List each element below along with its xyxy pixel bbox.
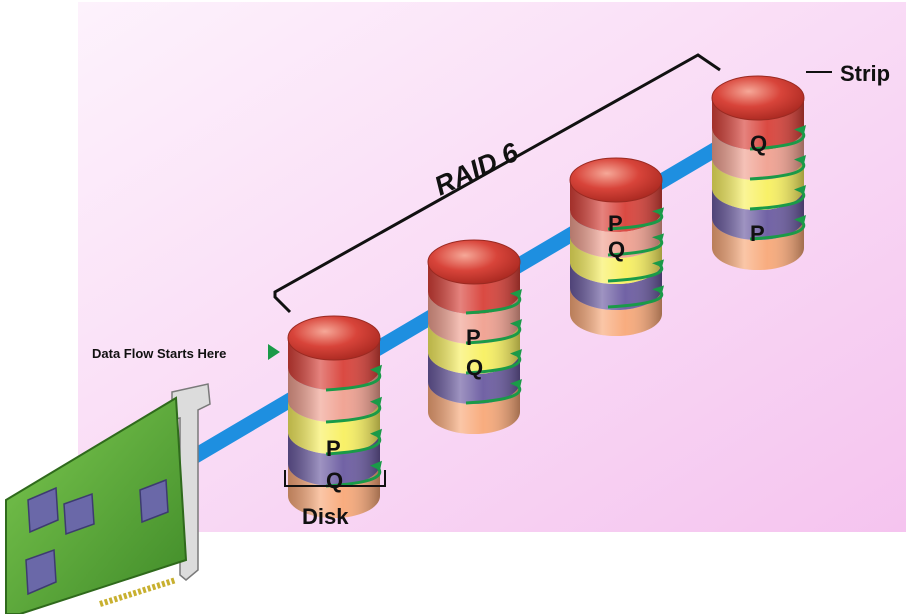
data-flow-label: Data Flow Starts Here [92, 346, 226, 361]
parity-label: P [750, 221, 765, 246]
parity-label: Q [466, 355, 483, 380]
parity-label: Q [326, 468, 343, 493]
strip-label: Strip [840, 61, 890, 86]
disk-1: PQ [288, 316, 382, 518]
disk-2: PQ [428, 240, 522, 434]
parity-label: Q [608, 237, 625, 262]
disk-top [428, 240, 520, 284]
disk-4: QP [712, 76, 806, 270]
parity-label: P [608, 211, 623, 236]
parity-label: P [326, 436, 341, 461]
disk-top [712, 76, 804, 120]
disk-3: PQ [570, 158, 664, 336]
disk-top [288, 316, 380, 360]
parity-label: P [466, 325, 481, 350]
parity-label: Q [750, 131, 767, 156]
disk-label: Disk [302, 504, 349, 529]
disk-top [570, 158, 662, 202]
